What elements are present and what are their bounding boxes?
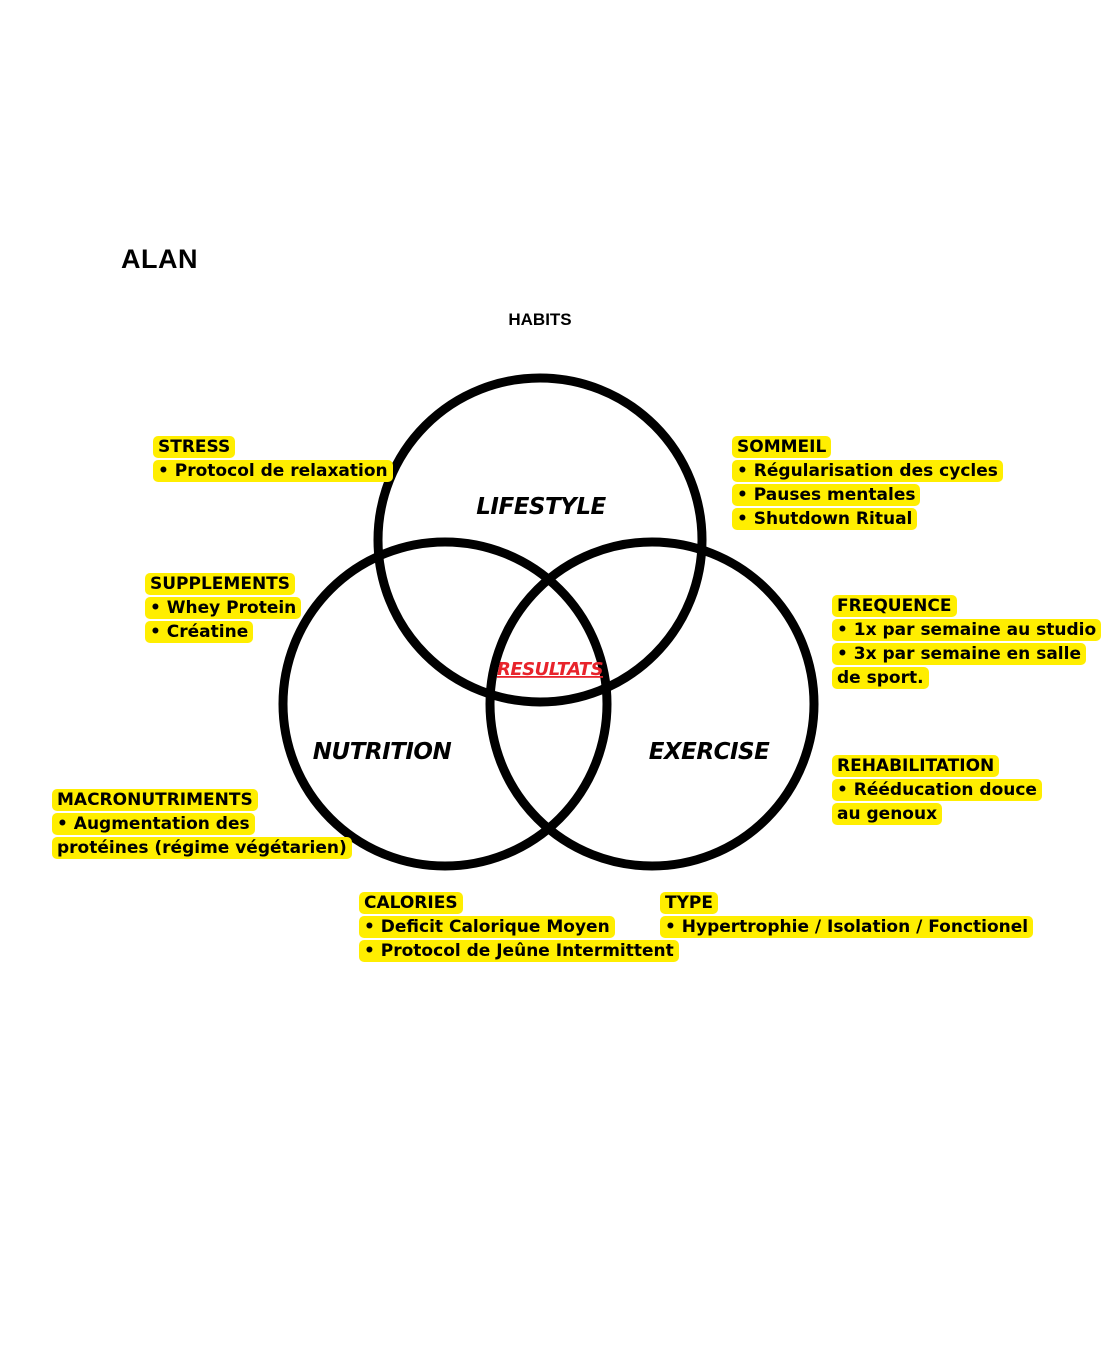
- lifestyle-circle: [373, 373, 707, 707]
- rehabilitation-line-2: au genoux: [832, 803, 943, 825]
- calories-line-1: • Deficit Calorique Moyen: [359, 916, 615, 938]
- exercise-circle: [485, 537, 819, 871]
- macronutriments-line-2: protéines (régime végétarien): [52, 837, 352, 859]
- stress-note: STRESS • Protocol de relaxation: [153, 435, 393, 483]
- habits-label: HABITS: [508, 310, 572, 329]
- frequence-note: FREQUENCE • 1x par semaine au studio • 3…: [832, 594, 1101, 690]
- calories-note: CALORIES • Deficit Calorique Moyen • Pro…: [359, 891, 679, 963]
- supplements-line-1: • Whey Protein: [145, 597, 302, 619]
- sommeil-heading: SOMMEIL: [732, 436, 832, 458]
- rehabilitation-heading: REHABILITATION: [832, 755, 1000, 777]
- frequence-line-1: • 1x par semaine au studio: [832, 619, 1101, 641]
- calories-heading: CALORIES: [359, 892, 463, 914]
- page-title: ALAN: [121, 244, 198, 274]
- macronutriments-heading: MACRONUTRIMENTS: [52, 789, 258, 811]
- supplements-heading: SUPPLEMENTS: [145, 573, 296, 595]
- resultats-label: RESULTATS: [497, 659, 603, 680]
- type-heading: TYPE: [660, 892, 718, 914]
- frequence-heading: FREQUENCE: [832, 595, 957, 617]
- lifestyle-label: LIFESTYLE: [476, 494, 606, 520]
- sommeil-note: SOMMEIL • Régularisation des cycles • Pa…: [732, 435, 1003, 531]
- nutrition-circle: [278, 537, 612, 871]
- frequence-line-2: • 3x par semaine en salle: [832, 643, 1086, 665]
- type-note: TYPE • Hypertrophie / Isolation / Foncti…: [660, 891, 1034, 939]
- stress-line-1: • Protocol de relaxation: [153, 460, 393, 482]
- macronutriments-line-1: • Augmentation des: [52, 813, 255, 835]
- supplements-note: SUPPLEMENTS • Whey Protein • Créatine: [145, 572, 302, 644]
- macronutriments-note: MACRONUTRIMENTS • Augmentation des proté…: [52, 788, 352, 860]
- exercise-label: EXERCISE: [649, 739, 770, 765]
- calories-line-2: • Protocol de Jeûne Intermittent: [359, 940, 679, 962]
- rehabilitation-line-1: • Rééducation douce: [832, 779, 1042, 801]
- sommeil-line-3: • Shutdown Ritual: [732, 508, 918, 530]
- frequence-line-3: de sport.: [832, 667, 929, 689]
- sommeil-line-2: • Pauses mentales: [732, 484, 921, 506]
- nutrition-label: NUTRITION: [313, 739, 452, 765]
- supplements-line-2: • Créatine: [145, 621, 254, 643]
- stress-heading: STRESS: [153, 436, 236, 458]
- sommeil-line-1: • Régularisation des cycles: [732, 460, 1003, 482]
- type-line-1: • Hypertrophie / Isolation / Fonctionel: [660, 916, 1034, 938]
- rehabilitation-note: REHABILITATION • Rééducation douce au ge…: [832, 754, 1042, 826]
